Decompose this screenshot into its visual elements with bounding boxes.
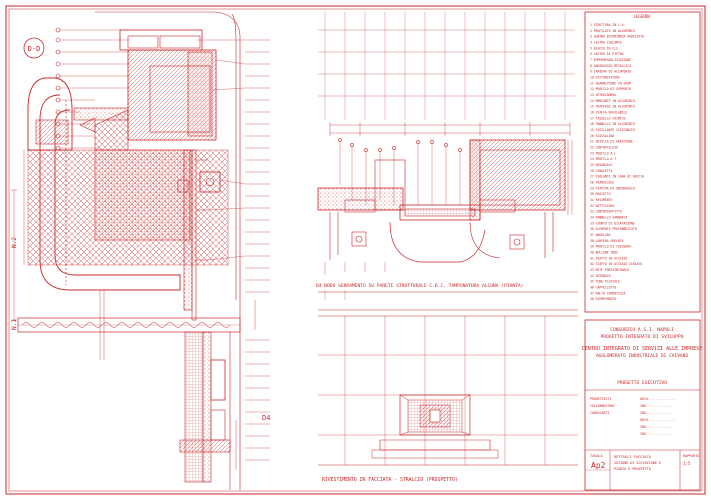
legend-item: 1 STRUTTURA IN C.A.	[590, 23, 626, 27]
legend-item: 14 MONTANTE IN ALLUMINIO	[590, 99, 635, 103]
credit-role: CONSULENTI	[590, 411, 609, 415]
section-mark-label: D4	[262, 414, 270, 422]
legend-item: 39 PROFILO DI CHIUSURA	[590, 245, 631, 249]
legend-item: 21 GRIGLIA DI AREAZIONE	[590, 140, 633, 144]
sheet-number: Ap2	[591, 461, 606, 470]
legend-item: 8 ANCORAGGIO METALLICO	[590, 64, 631, 68]
vertical-section	[11, 11, 270, 490]
facade-elevation	[318, 309, 578, 466]
detail-marker-label: D-D	[28, 45, 41, 53]
legend-item: 40 BULLONE INOX	[590, 251, 618, 255]
detail-marker: D-D	[23, 37, 45, 59]
legend-item: 2 PROFILATO IN ALLUMINIO	[590, 29, 635, 33]
legend-item: 17 TASSELLO CHIMICO	[590, 116, 626, 120]
sheet-description-2: SEZIONE DI ELEVAZIONE E	[614, 461, 661, 465]
sheet-label: TAVOLA	[590, 454, 604, 458]
legend-item: 19 SIGILLANTE SILICONICO	[590, 128, 635, 132]
legend-item: 42 STAFFA IN ACCIAIO ZINCATO	[590, 262, 642, 266]
credit-name: ING. ...... ......	[640, 425, 675, 429]
credit-name: ARCH. ...... ......	[640, 397, 677, 401]
legend-item: 23 PROFILO A L	[590, 151, 616, 155]
legend-item: 36 ELEMENTO PREFABBRICATO	[590, 227, 637, 231]
leader-lines-right	[196, 39, 270, 461]
legend-item: 12 PROFILO DI SUPPORTO	[590, 87, 631, 91]
legend-item: 7 IMPERMEABILIZZAZIONE	[590, 58, 631, 62]
legend-item: 18 PANNELLO IN ALLUMINIO	[590, 122, 635, 126]
legend-item: 29 PIASTRA DI ANCORAGGIO	[590, 186, 635, 190]
legend-item: 34 PANNELLO SANDWICH	[590, 216, 627, 220]
floor-slab-waves	[21, 322, 231, 328]
legend-item: 26 CANALETTA	[590, 169, 612, 173]
level-label-upper: N.2	[11, 237, 18, 248]
legend-items: 1 STRUTTURA IN C.A. 2 PROFILATO IN ALLUMI…	[590, 23, 644, 301]
legend-item: 32 BATTISCOPA	[590, 204, 614, 208]
legend-item: 4 LASTRA ISOLANTE	[590, 41, 622, 45]
legend-item: 15 TRAVERSO IN ALLUMINIO	[590, 105, 635, 109]
client-subtitle: PROGETTO INTEGRATO DI SVILUPPO	[601, 334, 684, 340]
level-label-lower: N.1	[11, 319, 18, 330]
leader-lines-left	[60, 29, 130, 149]
credits-list: PROGETTISTI ARCH. ...... ...... COLLABORAT…	[590, 397, 677, 436]
sheet-description-1: DETTAGLI FACCIATA	[614, 455, 652, 459]
legend-item: 6 LASTRA DI PIETRA	[590, 52, 624, 56]
legend-item: 44 INTONACO	[590, 274, 611, 278]
horizontal-plan	[317, 12, 578, 300]
plan-caption: D4 NODO SERRAMENTO SU PARETE STRUTTURALE…	[316, 283, 523, 289]
legend-item: 3 GUAINA BITUMINOSA ARDESIATA	[590, 35, 644, 39]
sheet-frame	[5, 5, 706, 495]
project-location: AGGLOMERATO INDUSTRIALE DI CAIVANO	[596, 353, 688, 359]
credit-name: ARCH. ...... ......	[640, 418, 677, 422]
legend-item: 48 RIEMPIMENTO	[590, 297, 616, 301]
legend-item: 31 PAVIMENTO	[590, 198, 612, 202]
legend-item: 10 DISTANZIATORE	[590, 76, 620, 80]
credit-name: ING. ...... ......	[640, 404, 675, 408]
legend-item: 22 CONTROTELAIO	[590, 146, 618, 150]
legend-item: 25 DAVANZALE	[590, 163, 612, 167]
legend-item: 46 CAPPELLOTTO	[590, 286, 616, 290]
credit-name: ING. ...... ......	[640, 411, 675, 415]
legend-item: 47 MALTA CEMENTIZIA	[590, 291, 626, 295]
scale-label: RAPPORTO	[683, 454, 699, 458]
legend-item: 16 STAFFA REGOLABILE	[590, 111, 627, 115]
project-title: CENTRO INTEGRATO DI SERVIZI ALLE IMPRESE	[582, 346, 702, 352]
client-name: CONSORZIO A.S.I. NAPOLI	[610, 327, 674, 333]
legend-item: 30 MASSETTO	[590, 192, 611, 196]
legend-item: 41 PIATTO IN ACCIAIO	[590, 256, 627, 260]
legend-item: 43 RETE PORTAINTONACO	[590, 268, 629, 272]
credit-role: COLLABORATORI	[590, 404, 615, 408]
legend-item: 38 LAMIERA GRECATA	[590, 239, 624, 243]
legend-title: LEGENDA	[634, 14, 651, 19]
credit-name: ING. ...... ......	[640, 432, 675, 436]
legend-item: 24 PROFILO A T	[590, 157, 616, 161]
sheet-description-3: PIANTA E PROSPETTO	[614, 467, 651, 471]
legend-item: 13 VETROCAMERA	[590, 93, 616, 97]
legend-item: 45 TUBO PLUVIALE	[590, 280, 620, 284]
legend-item: 27 ISOLANTE IN LANA DI ROCCIA	[590, 175, 644, 179]
leader-circles-left	[55, 27, 61, 151]
elevation-caption: RIVESTIMENTO IN FACCIATA - STRALCIO (PRO…	[322, 477, 458, 483]
legend-item: 33 CONTROSOFFITTO	[590, 210, 622, 214]
legend-item: 9 LAMIERA DI ALLUMINIO	[590, 70, 631, 74]
legend-item: 28 FRANGISOLE	[590, 181, 614, 185]
legend-item: 11 GUARNIZIONE IN EPDM	[590, 81, 631, 85]
legend-item: 37 ANGOLARE	[590, 233, 611, 237]
legend-item: 20 SCOSSALINA	[590, 134, 614, 138]
project-phase: PROGETTO ESECUTIVO	[617, 380, 667, 386]
legend-item: 5 BLOCCO IN CLS	[590, 46, 618, 50]
credit-role: PROGETTISTI	[590, 397, 611, 401]
title-block	[584, 319, 701, 491]
legend-box: LEGENDA 1 STRUTTURA IN C.A. 2 PROFILATO I…	[584, 11, 701, 313]
legend-item: 35 GIUNTO DI DILATAZIONE	[590, 221, 635, 225]
scale-value: 1:5	[683, 461, 691, 466]
